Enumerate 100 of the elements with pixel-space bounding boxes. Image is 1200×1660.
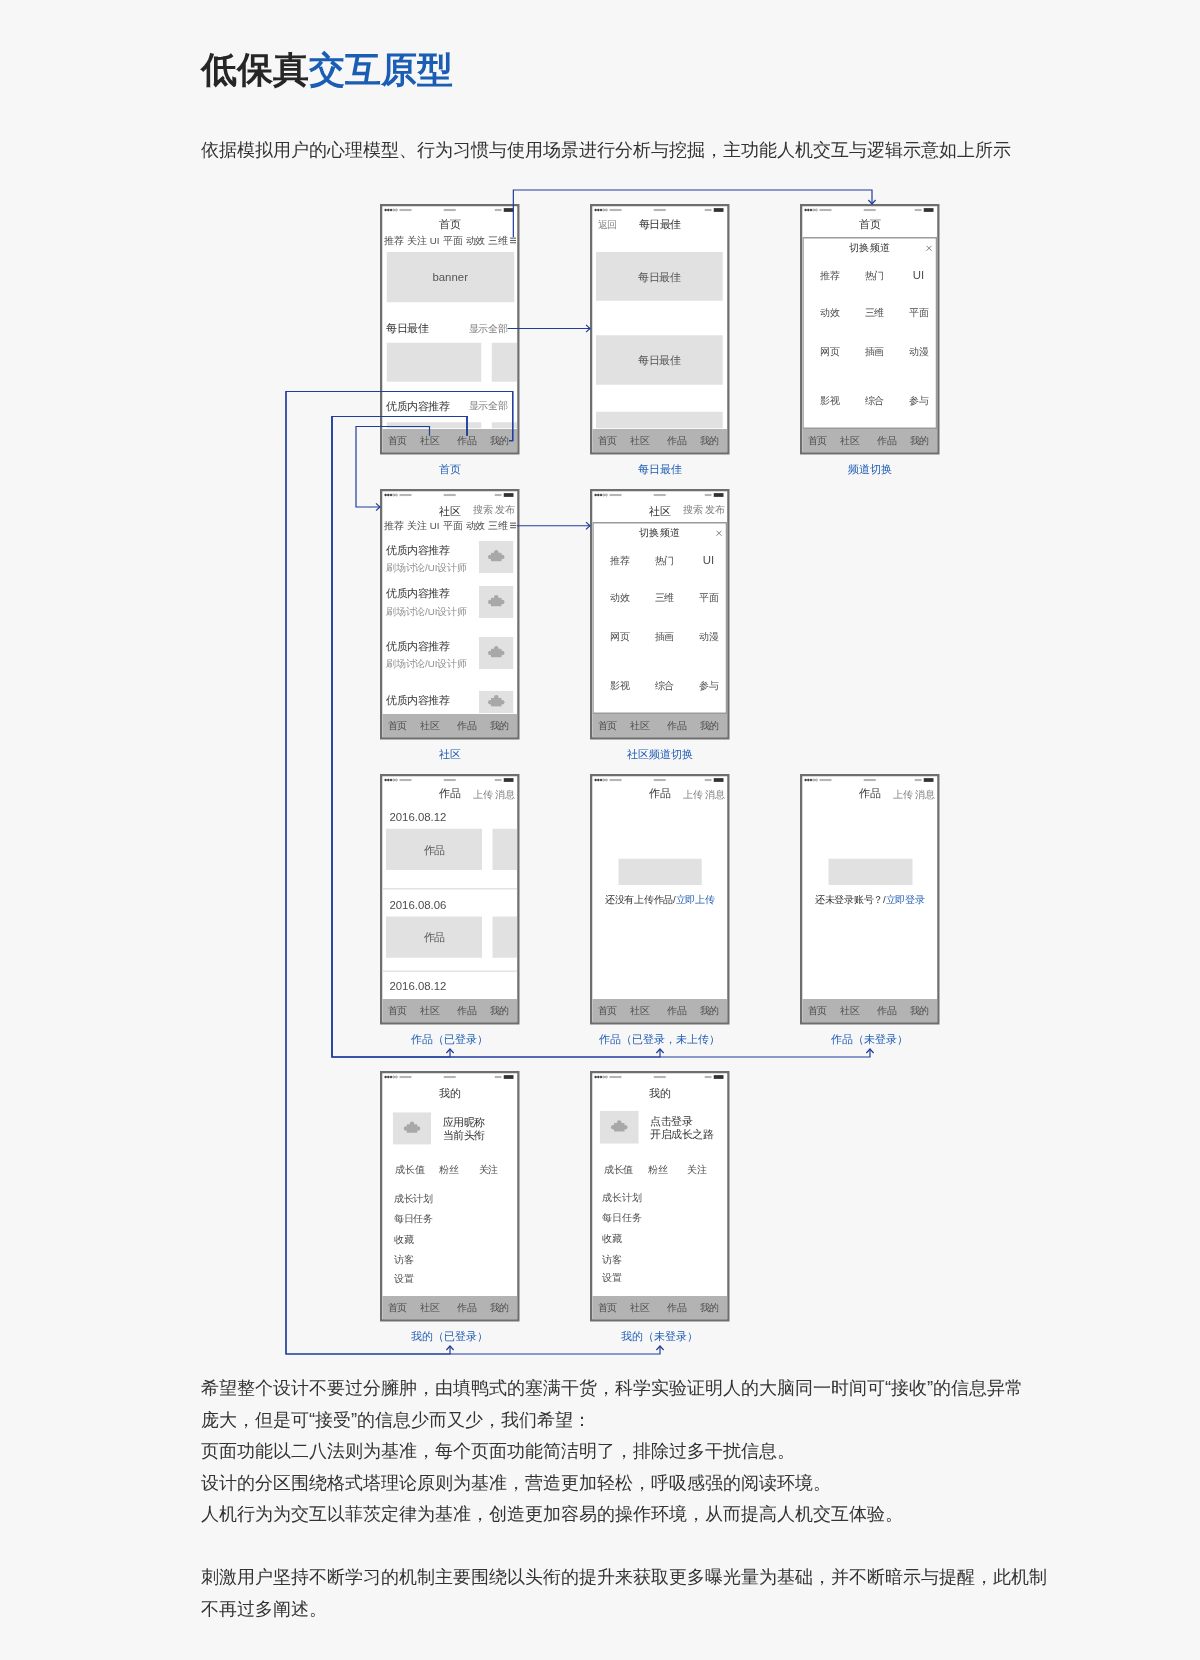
empty-state-text: 还没有上传作品/立即上传 bbox=[604, 895, 715, 905]
menu-item: 每日任务 bbox=[393, 1213, 433, 1224]
body-text: 设计的分区围绕格式塔理论原则为基准，营造更加轻松，呼吸感强的阅读环境。 bbox=[201, 1470, 832, 1495]
channel-label: 推荐 bbox=[820, 270, 840, 281]
channel-label: 热门 bbox=[654, 555, 674, 566]
screen-title: 作品 bbox=[649, 788, 671, 799]
header-action: 消息 bbox=[914, 789, 935, 800]
screen-caption: 作品（已登录，未上传） bbox=[599, 1033, 721, 1044]
profile-text: 当前头衔 bbox=[442, 1129, 485, 1140]
header-action: 上传 bbox=[473, 789, 493, 800]
tab-label: 社区 bbox=[629, 720, 650, 731]
header-action: 发布 bbox=[494, 504, 515, 515]
screen-title: 我的 bbox=[439, 1087, 461, 1098]
tab-bar bbox=[592, 999, 728, 1023]
header-action: 搜索 bbox=[683, 504, 703, 515]
screen-title: 每日最佳 bbox=[638, 219, 681, 230]
connector-arrow bbox=[506, 324, 591, 333]
screen-title: 作品 bbox=[859, 788, 881, 799]
channel-label: UI bbox=[429, 520, 440, 531]
panel-title: 切换频道 bbox=[638, 528, 681, 539]
channel-label: 插画 bbox=[654, 631, 674, 642]
header-action: 上传 bbox=[683, 789, 703, 800]
placeholder-block bbox=[618, 859, 703, 885]
placeholder-block bbox=[386, 343, 481, 383]
menu-item: 设置 bbox=[602, 1272, 622, 1283]
banner-block: banner bbox=[386, 252, 514, 302]
tab-label: 首页 bbox=[597, 720, 617, 731]
back-link: 返回 bbox=[597, 219, 617, 230]
content-card: 作品 bbox=[386, 829, 482, 870]
screen-title: 社区 bbox=[439, 505, 461, 516]
menu-item: 成长计划 bbox=[393, 1193, 433, 1204]
page-title: 低保真交互原型 bbox=[201, 52, 453, 88]
tab-label: 我的 bbox=[699, 1302, 719, 1313]
tab-label: 我的 bbox=[489, 1302, 509, 1313]
channel-label: 动效 bbox=[465, 235, 486, 246]
post-title: 优质内容推荐 bbox=[386, 544, 449, 555]
tab-label: 社区 bbox=[629, 435, 650, 446]
tab-bar bbox=[592, 1296, 728, 1320]
tab-bar bbox=[382, 1296, 518, 1320]
channel-label: 插画 bbox=[864, 346, 884, 357]
body-text: 刺激用户坚持不断学习的机制主要围绕以头衔的提升来获取更多曝光量为基础，并不断暗示与提醒，此机制不再过多阐述。 bbox=[201, 1565, 1048, 1621]
channel-label: 平面 bbox=[908, 308, 929, 318]
post-title: 优质内容推荐 bbox=[386, 640, 449, 651]
post-subtitle: 刷场讨论/UI设计师 bbox=[386, 562, 467, 573]
connector-arrow bbox=[512, 189, 877, 238]
tab-label: 作品 bbox=[877, 1005, 897, 1016]
post-title: 优质内容推荐 bbox=[386, 587, 449, 599]
tab-bar bbox=[802, 429, 938, 453]
channel-label: 推荐 bbox=[610, 555, 630, 566]
placeholder-block bbox=[596, 412, 723, 429]
tab-label: 首页 bbox=[387, 435, 407, 446]
screen-title: 首页 bbox=[859, 219, 881, 230]
channel-label: 推荐 bbox=[384, 235, 404, 246]
screen-title: 首页 bbox=[439, 219, 461, 230]
empty-state-text: 还未登录账号？/立即登录 bbox=[814, 895, 925, 905]
menu-item: 收藏 bbox=[602, 1233, 622, 1244]
tab-label: 作品 bbox=[457, 720, 477, 731]
screen-caption: 作品（未登录） bbox=[831, 1033, 909, 1044]
post-title: 优质内容推荐 bbox=[386, 694, 449, 705]
channel-label: 关注 bbox=[407, 520, 427, 531]
header-action: 搜索 bbox=[473, 504, 493, 515]
body-text: 人机行为为交互以菲茨定律为基准，创造更加容易的操作环境，从而提高人机交互体验。 bbox=[201, 1502, 904, 1526]
stat-label: 粉丝 bbox=[438, 1165, 459, 1175]
tab-bar bbox=[592, 714, 728, 738]
header-action: 上传 bbox=[893, 789, 913, 800]
screen-caption: 首页 bbox=[438, 463, 461, 474]
profile-text: 开启成长之路 bbox=[650, 1128, 713, 1140]
header-action: 消息 bbox=[494, 789, 515, 800]
menu-item: 每日任务 bbox=[602, 1212, 642, 1223]
profile-text: 应用昵称 bbox=[442, 1116, 485, 1128]
screen-title: 作品 bbox=[439, 788, 461, 799]
channel-label: 动漫 bbox=[908, 346, 929, 357]
channel-label: 三维 bbox=[488, 520, 508, 531]
channel-label: UI bbox=[429, 235, 440, 246]
connector-arrow bbox=[516, 521, 591, 530]
menu-item: 访客 bbox=[393, 1254, 414, 1265]
placeholder-block bbox=[491, 343, 518, 383]
placeholder-block bbox=[492, 829, 518, 870]
tab-bar bbox=[382, 429, 518, 453]
connector-arrow bbox=[355, 425, 431, 512]
placeholder-block bbox=[491, 421, 518, 429]
channel-label: 三维 bbox=[654, 593, 674, 603]
tab-label: 社区 bbox=[629, 1005, 650, 1016]
channel-label: 影视 bbox=[610, 680, 630, 691]
section-heading: 优质内容推荐 bbox=[386, 400, 450, 412]
tab-label: 首页 bbox=[387, 720, 407, 731]
tab-bar bbox=[382, 714, 518, 738]
screen-caption: 作品（已登录） bbox=[411, 1033, 489, 1044]
channel-label: UI bbox=[702, 554, 715, 567]
date-label: 2016.08.12 bbox=[389, 980, 447, 993]
tab-label: 社区 bbox=[839, 435, 860, 446]
header-action: 消息 bbox=[704, 789, 725, 800]
channel-label: 三维 bbox=[864, 308, 884, 318]
tab-label: 首页 bbox=[597, 1005, 617, 1016]
channel-label: 动漫 bbox=[698, 631, 719, 642]
date-label: 2016.08.06 bbox=[389, 899, 447, 911]
tab-label: 作品 bbox=[457, 1005, 477, 1016]
tab-label: 作品 bbox=[667, 1302, 687, 1313]
channel-label: 热门 bbox=[864, 270, 884, 281]
tab-label: 作品 bbox=[457, 435, 477, 446]
